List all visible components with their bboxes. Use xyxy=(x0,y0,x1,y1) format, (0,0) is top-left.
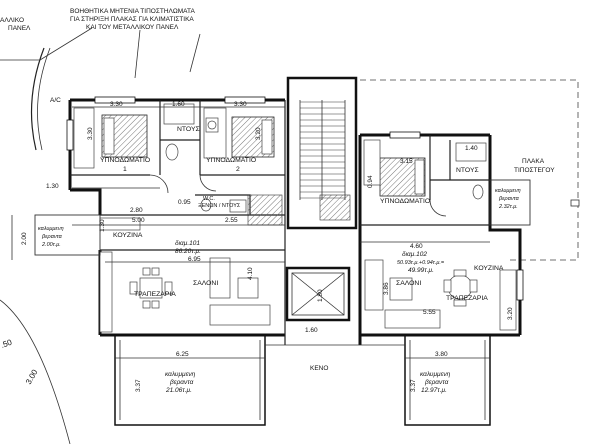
dim-160b: 1.60 xyxy=(305,327,318,334)
balcony-east-area: 2.32τ.μ. xyxy=(498,204,518,210)
veranda2-area: 12.97τ.μ. xyxy=(421,387,447,394)
balcony-east-line2: βεραντα xyxy=(498,196,520,202)
living102-label: ΣΑΛΟΝΙ xyxy=(396,280,421,287)
dim-695: 6.95 xyxy=(188,256,201,263)
apt102-formula: 50.93τ.μ.+0.94τ.μ.= xyxy=(397,260,445,266)
apt101-area: 86.20τ.μ. xyxy=(175,248,201,255)
living101-label: ΣΑΛΟΝΙ xyxy=(193,280,218,287)
veranda1-line1: καλυμμενη xyxy=(165,371,196,378)
sofa-102 xyxy=(364,259,384,311)
support-note-line3: ΚΑΙ ΤΟΥ ΜΕΤΑΛΛΙΚΟΥ ΠΑΝΕΛ xyxy=(86,24,179,31)
wc-label-line1: W.C. xyxy=(203,196,215,202)
dim-094: 0.94 xyxy=(367,175,374,188)
balcony-west xyxy=(34,214,101,256)
bedroom3-label: ΥΠΝΟΔΩΜΑΤΙΟ xyxy=(380,198,430,205)
support-note-line2: ΓΙΑ ΣΤΗΡΙΞΗ ΠΛΑΚΑΣ ΓΙΑ ΚΛΙΜΑΤΙΣΤΙΚΑ xyxy=(70,16,194,23)
veranda-101 xyxy=(114,334,266,426)
ac-label: A/C xyxy=(50,97,61,104)
dim-500: 5.00 xyxy=(132,217,145,224)
kitchen102-label: ΚΟΥΖΙΝΑ xyxy=(474,265,504,272)
veranda-102 xyxy=(404,334,491,426)
bedroom1-number: 1 xyxy=(123,166,127,173)
kitchen-counter-101 xyxy=(99,251,113,333)
canopy-label-line2: ΤΙΠΟΣΤΕΓΟΥ xyxy=(514,167,555,174)
dim-255: 2.55 xyxy=(225,217,238,224)
dining-table-101 xyxy=(139,277,163,299)
wc-label-line2: ΞΕΝΩΝ / ΝΤΟΥΣ xyxy=(198,203,241,209)
veranda1-line2: βεραντα xyxy=(169,379,194,386)
balcony-east-line1: καλυμμενη xyxy=(495,188,521,194)
bedroom2-number: 2 xyxy=(236,166,240,173)
dim-050: .50 xyxy=(0,337,14,349)
dim-330v: 3.30 xyxy=(87,127,94,140)
panel-note-top: ΑΛΛΙΚΟ xyxy=(0,17,24,24)
veranda2-line1: καλυμμενη xyxy=(420,371,451,378)
canopy-label-line1: ΠΛΑΚΑ xyxy=(522,158,545,165)
dim-130v: 1.30 xyxy=(99,219,106,232)
property-boundary-curve xyxy=(0,299,71,444)
support-note-line1: ΒΟΗΘΗΤΙΚΑ ΜΗΤΕΝΙΑ ΤΙΠΟΣΤΗΛΩΜΑΤΑ xyxy=(70,8,195,15)
dim-130: 1.30 xyxy=(46,183,59,190)
dim-337b: 3.37 xyxy=(410,379,417,392)
sofa-101 xyxy=(209,304,271,326)
dim-140: 1.40 xyxy=(465,145,478,152)
column-marker xyxy=(570,199,580,207)
dim-555: 5.55 xyxy=(423,309,436,316)
bedroom2-label: ΥΠΝΟΔΩΜΑΤΙΟ xyxy=(206,157,256,164)
dim-095: 0.95 xyxy=(178,199,191,206)
dim-320: 3.20 xyxy=(255,127,262,140)
canopy-outline xyxy=(360,79,579,261)
dim-200: 2.00 xyxy=(21,232,28,245)
dim-460: 4.60 xyxy=(410,243,423,250)
dim-330a: 3.30 xyxy=(110,101,123,108)
shower1-label: ΝΤΟΥΣ xyxy=(177,126,200,133)
stairs xyxy=(299,100,346,200)
dim-330b: 3.30 xyxy=(234,101,247,108)
dim-180: 1.80 xyxy=(317,289,324,302)
dim-410: 4.10 xyxy=(247,267,254,280)
balcony-west-line2: βεραντα xyxy=(41,234,63,240)
apt101-label: διαμ.101 xyxy=(175,240,200,247)
panel-note-bottom: ΠΑΝΕΛ xyxy=(8,25,31,32)
dim-300: 3.00 xyxy=(24,368,40,386)
apt102-area: 49.99τ.μ. xyxy=(408,267,434,274)
balcony-west-line1: καλυμμενη xyxy=(38,226,64,232)
dim-386: 3.86 xyxy=(383,282,390,295)
shower2-label: ΝΤΟΥΣ xyxy=(456,167,479,174)
balcony-west-area: 2.00τ.μ. xyxy=(41,242,61,248)
bedroom1-label: ΥΠΝΟΔΩΜΑΤΙΟ xyxy=(100,157,150,164)
dim-320b: 3.20 xyxy=(507,307,514,320)
dining102-label: ΤΡΑΠΕΖΑΡΙΑ xyxy=(446,295,488,302)
veranda1-area: 21.06τ.μ. xyxy=(165,387,192,394)
void-label: ΚΕΝΟ xyxy=(310,365,328,372)
apt102-label: διαμ.102 xyxy=(402,251,427,258)
dim-160: 1.60 xyxy=(172,101,185,108)
dim-315: 3.15 xyxy=(400,158,413,165)
kitchen101-label: ΚΟΥΖΙΝΑ xyxy=(113,232,143,239)
veranda2-line2: βεραντα xyxy=(424,379,449,386)
dining101-label: ΤΡΑΠΕΖΑΡΙΑ xyxy=(134,291,176,298)
panel-curve xyxy=(30,47,45,151)
dim-380: 3.80 xyxy=(435,351,448,358)
dim-625: 6.25 xyxy=(176,351,189,358)
dim-280: 2.80 xyxy=(130,207,143,214)
balcony-east xyxy=(489,179,531,226)
dim-337a: 3.37 xyxy=(135,379,142,392)
